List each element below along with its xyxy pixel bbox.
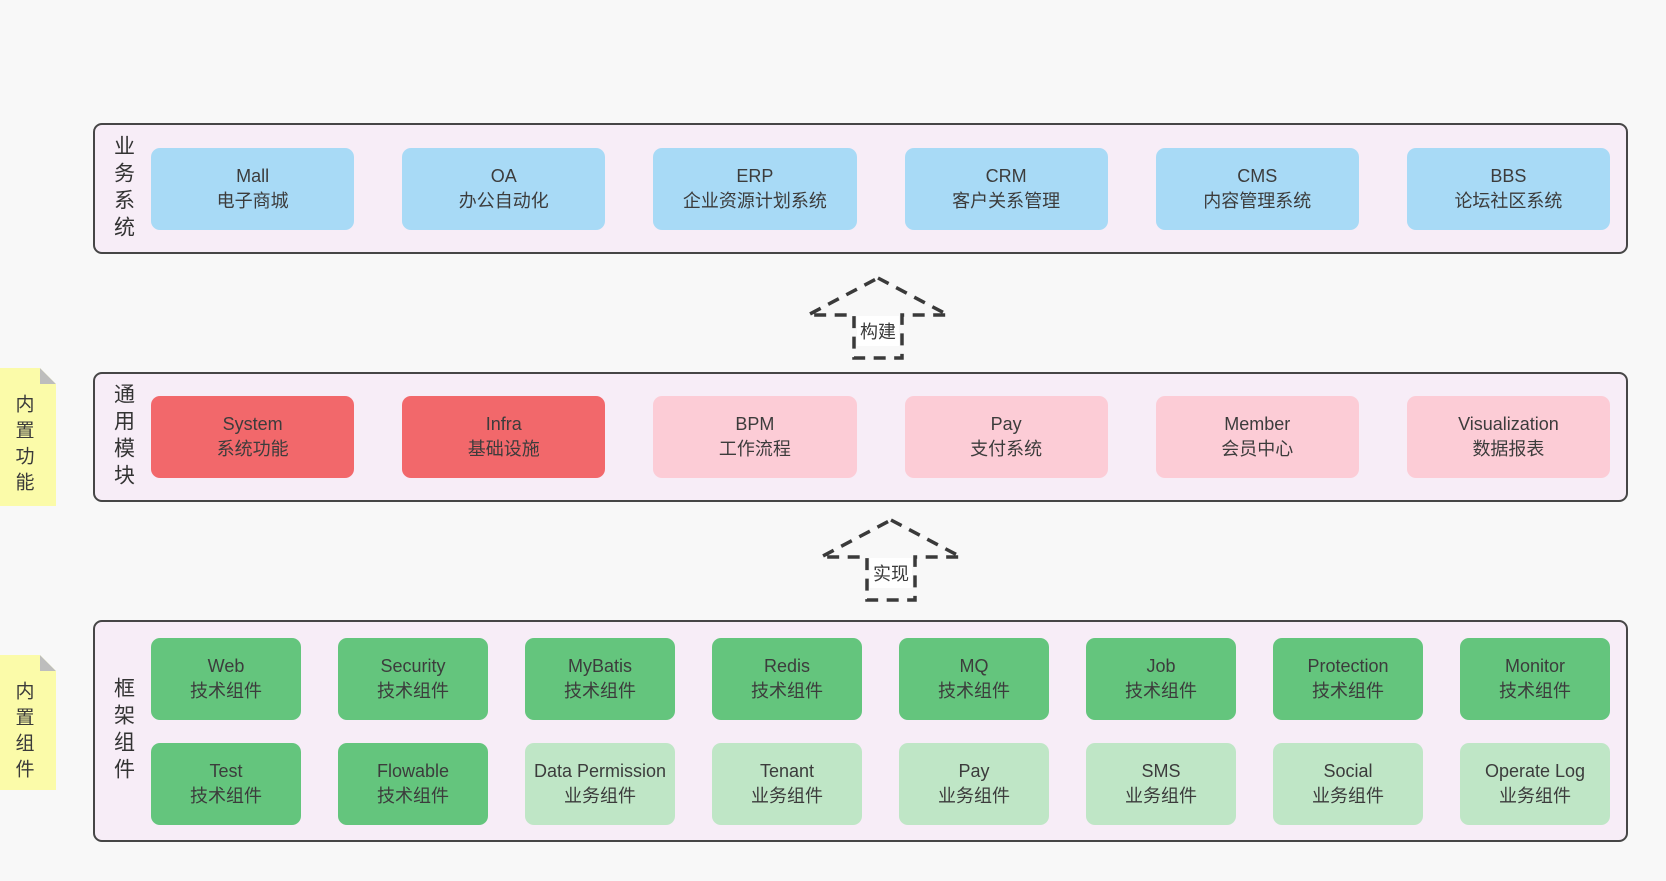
panel-common-modules: 通用模块 System 系统功能 Infra 基础设施 BPM 工作流程 Pay… [93, 372, 1628, 502]
panel-label-zone: 通用模块 [95, 383, 151, 491]
box-bbs: BBS 论坛社区系统 [1406, 147, 1611, 230]
arrow-label: 构建 [857, 316, 899, 346]
panel-title: 通用模块 [111, 383, 135, 491]
box-visualization: Visualization 数据报表 [1406, 396, 1611, 478]
box-member: Member 会员中心 [1155, 396, 1359, 478]
sticky-note-built-in-features: 内置功能 [0, 368, 56, 506]
component-row-2: Test 技术组件 Flowable 技术组件 Data Permission … [151, 742, 1610, 825]
box-erp: ERP 企业资源计划系统 [653, 147, 857, 230]
box-sms: SMS 业务组件 [1086, 742, 1236, 825]
panel-content: Mall 电子商城 OA 办公自动化 ERP 企业资源计划系统 CRM 客户关系… [151, 147, 1626, 230]
box-bpm: BPM 工作流程 [653, 396, 857, 478]
box-data-permission: Data Permission 业务组件 [525, 742, 675, 825]
box-mall: Mall 电子商城 [151, 147, 355, 230]
component-row-1: Web 技术组件 Security 技术组件 MyBatis 技术组件 Redi… [151, 637, 1610, 720]
panel-content: Web 技术组件 Security 技术组件 MyBatis 技术组件 Redi… [151, 637, 1626, 825]
box-pay-biz: Pay 业务组件 [899, 742, 1049, 825]
box-mq: MQ 技术组件 [899, 637, 1049, 720]
arrow-label: 实现 [870, 558, 912, 588]
box-crm: CRM 客户关系管理 [904, 147, 1108, 230]
box-oa: OA 办公自动化 [402, 147, 606, 230]
box-monitor: Monitor 技术组件 [1460, 637, 1610, 720]
box-infra: Infra 基础设施 [402, 396, 606, 478]
panel-framework-components: 框架组件 Web 技术组件 Security 技术组件 MyBatis 技术组件… [93, 620, 1628, 842]
sticky-note-built-in-components: 内置组件 [0, 655, 56, 790]
box-mybatis: MyBatis 技术组件 [525, 637, 675, 720]
implement-arrow: 实现 [818, 518, 964, 602]
box-tenant: Tenant 业务组件 [712, 742, 862, 825]
box-social: Social 业务组件 [1273, 742, 1423, 825]
box-pay: Pay 支付系统 [904, 396, 1108, 478]
box-web: Web 技术组件 [151, 637, 301, 720]
box-security: Security 技术组件 [338, 637, 488, 720]
box-redis: Redis 技术组件 [712, 637, 862, 720]
panel-label-zone: 框架组件 [95, 677, 151, 785]
panel-label-zone: 业务系统 [95, 135, 151, 243]
note-fold-corner [40, 368, 56, 384]
box-flowable: Flowable 技术组件 [338, 742, 488, 825]
box-operate-log: Operate Log 业务组件 [1460, 742, 1610, 825]
note-label: 内置组件 [12, 681, 34, 785]
box-system: System 系统功能 [151, 396, 355, 478]
panel-business-systems: 业务系统 Mall 电子商城 OA 办公自动化 ERP 企业资源计划系统 CRM… [93, 123, 1628, 254]
box-protection: Protection 技术组件 [1273, 637, 1423, 720]
box-job: Job 技术组件 [1086, 637, 1236, 720]
panel-title: 业务系统 [111, 134, 135, 243]
panel-title: 框架组件 [111, 677, 135, 785]
box-test: Test 技术组件 [151, 742, 301, 825]
note-fold-corner [40, 655, 56, 671]
note-label: 内置功能 [12, 394, 34, 498]
build-arrow: 构建 [805, 276, 951, 360]
panel-content: System 系统功能 Infra 基础设施 BPM 工作流程 Pay 支付系统… [151, 396, 1626, 478]
box-cms: CMS 内容管理系统 [1155, 147, 1359, 230]
